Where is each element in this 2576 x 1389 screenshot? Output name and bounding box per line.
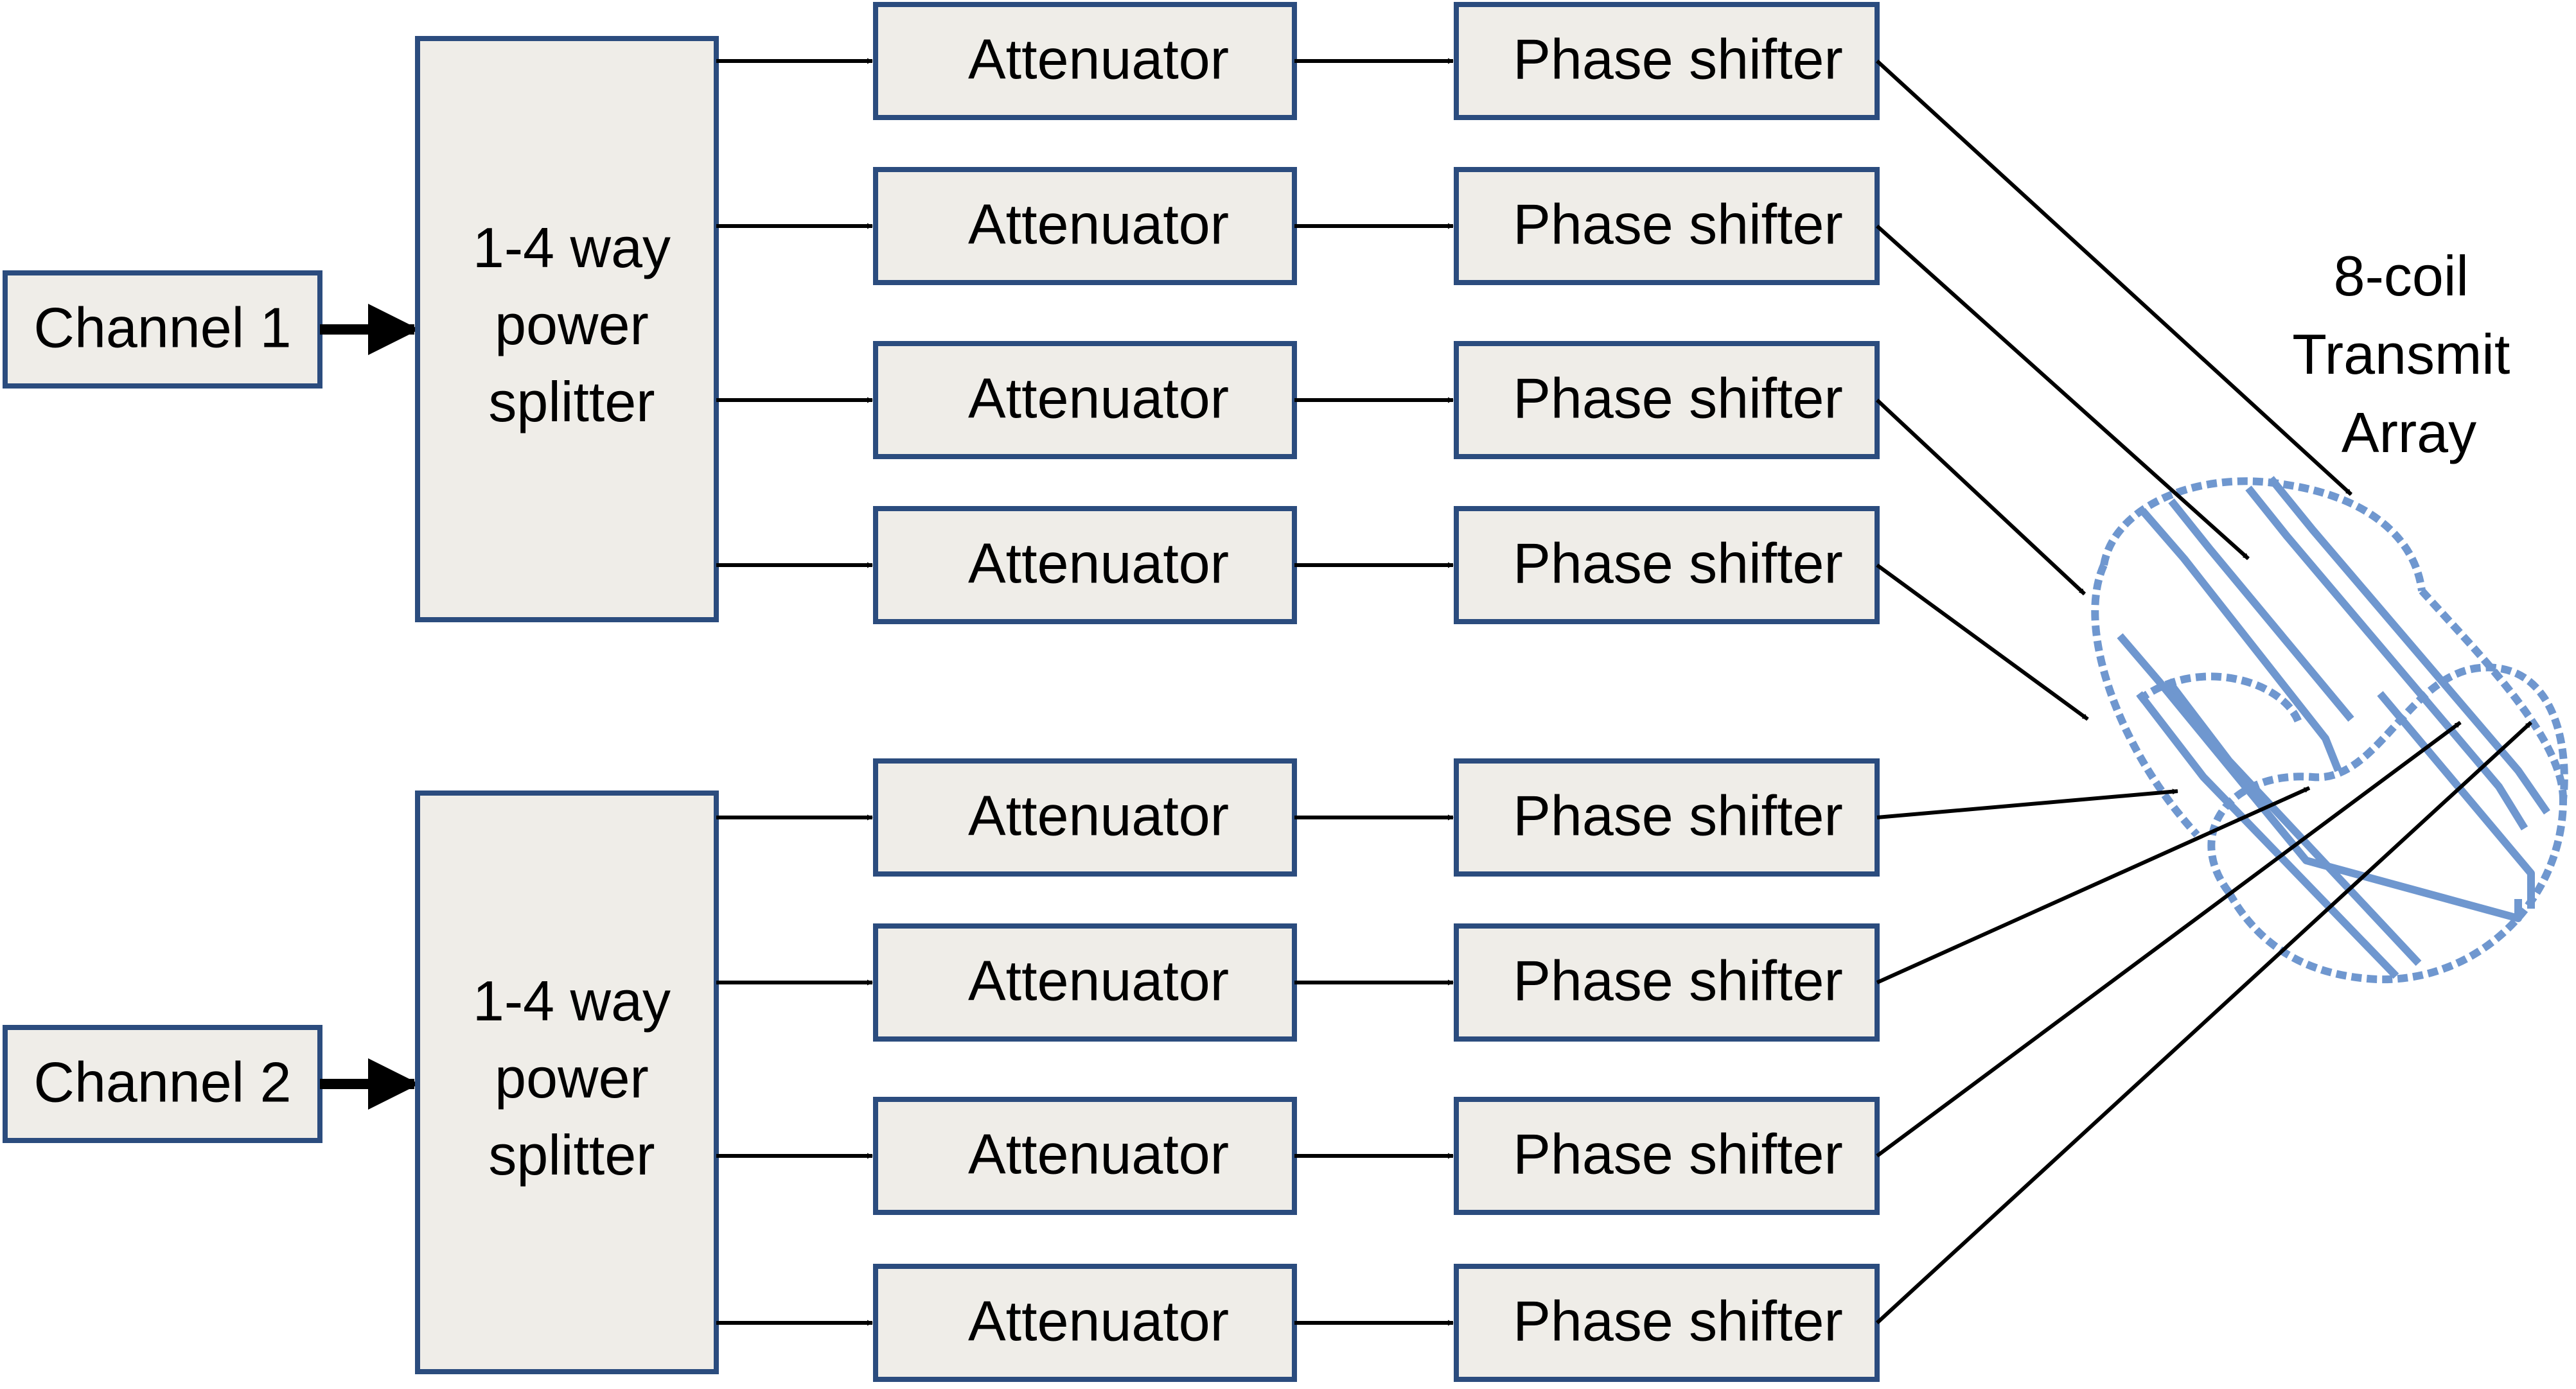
array-label-line: Array (2342, 401, 2476, 464)
channel-box (3, 1025, 322, 1143)
splitter-label-line: power (495, 293, 649, 356)
coil-feed-arrow (1875, 398, 2086, 596)
attenuator-box (873, 2, 1297, 120)
splitter-label-line: 1-4 way (473, 216, 671, 279)
splitter-label-line: 1-4 way (473, 969, 671, 1033)
attenuator-label: Attenuator (968, 366, 1229, 430)
power-splitter-box (415, 791, 719, 1374)
coil-feed-arrow (1876, 563, 2089, 721)
attenuator-box (873, 923, 1297, 1042)
phase-shifter-box (1454, 1264, 1880, 1382)
array-label: 8-coil Transmit Array (2292, 244, 2525, 464)
channel-box (3, 270, 322, 389)
coil-feed-arrow (1876, 786, 2311, 984)
phase-shifter-box (1454, 923, 1880, 1042)
phase-shifter-label: Phase shifter (1513, 366, 1843, 430)
power-splitter-box (415, 36, 719, 622)
attenuator-box (873, 506, 1297, 624)
phase-shifter-label: Phase shifter (1513, 783, 1843, 847)
coil-feed-arrow (1876, 721, 2462, 1158)
attenuator-label: Attenuator (968, 948, 1229, 1012)
attenuator-label: Attenuator (968, 1289, 1229, 1352)
phase-shifter-label: Phase shifter (1513, 948, 1843, 1012)
coil-feed-arrow (1875, 721, 2533, 1325)
phase-shifter-box (1454, 1097, 1880, 1215)
attenuator-label: Attenuator (968, 783, 1229, 847)
attenuator-box (873, 1097, 1297, 1215)
coil-array-drawing (2091, 476, 2568, 984)
phase-shifter-label: Phase shifter (1513, 1289, 1843, 1352)
coil-feed-arrow (1875, 224, 2250, 561)
array-label-line: 8-coil (2334, 244, 2469, 308)
phase-shifter-box (1454, 758, 1880, 877)
phase-shifter-box (1454, 167, 1880, 285)
splitter-label-line: splitter (488, 370, 655, 433)
phase-shifter-label: Phase shifter (1513, 27, 1843, 91)
phase-shifter-box (1454, 2, 1880, 120)
coil-feed-arrow (1875, 59, 2353, 496)
splitter-label-line: splitter (488, 1123, 655, 1187)
phase-shifter-label: Phase shifter (1513, 1122, 1843, 1185)
attenuator-box (873, 758, 1297, 877)
attenuator-label: Attenuator (968, 531, 1229, 595)
phase-shifter-label: Phase shifter (1513, 531, 1843, 595)
array-label-line: Transmit (2292, 322, 2510, 386)
attenuator-box (873, 341, 1297, 459)
splitter-label-line: power (495, 1046, 649, 1110)
attenuator-label: Attenuator (968, 1122, 1229, 1185)
channel-label: Channel 2 (33, 1050, 291, 1114)
attenuator-box (873, 1264, 1297, 1382)
attenuator-label: Attenuator (968, 27, 1229, 91)
coil-feed-arrow (1876, 789, 2178, 819)
attenuator-label: Attenuator (968, 192, 1229, 256)
phase-shifter-label: Phase shifter (1513, 192, 1843, 256)
channel-label: Channel 1 (33, 295, 291, 359)
attenuator-box (873, 167, 1297, 285)
